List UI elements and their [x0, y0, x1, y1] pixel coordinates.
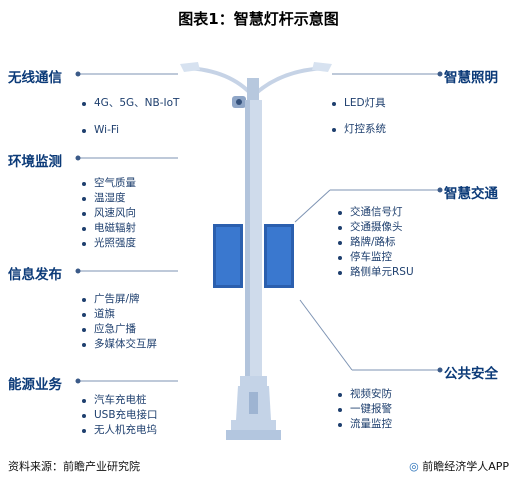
list-item: 路牌/路标	[336, 235, 414, 250]
lamp-head-left	[180, 62, 200, 72]
list-item: 一键报警	[336, 402, 392, 417]
display-screen-left	[213, 224, 243, 288]
display-screen-right	[264, 224, 294, 288]
brand-icon: ◎	[409, 460, 419, 473]
list-item: 多媒体交互屏	[80, 337, 157, 352]
list-item: 道旗	[80, 307, 157, 322]
category-label: 信息发布	[8, 267, 62, 283]
camera-icon	[232, 96, 246, 108]
connector-dots	[75, 71, 443, 384]
list-item: 灯控系统	[330, 122, 386, 137]
list-item: 光照强度	[80, 236, 136, 251]
brand-name: 前瞻经济学人APP	[422, 460, 509, 473]
page-title: 图表1：智慧灯杆示意图	[178, 10, 339, 28]
list-item: 风速风向	[80, 206, 136, 221]
category-label: 智慧照明	[444, 70, 498, 86]
lamp-head-right	[312, 62, 332, 72]
list-item: 空气质量	[80, 176, 136, 191]
list-item: 汽车充电桩	[80, 393, 158, 408]
list-item: 停车监控	[336, 250, 414, 265]
list-item: LED灯具	[330, 96, 386, 111]
list-item: 广告屏/牌	[80, 292, 157, 307]
list-item: 视频安防	[336, 387, 392, 402]
list-item: 4G、5G、NB-IoT	[80, 96, 179, 111]
source-note: 资料来源：前瞻产业研究院	[8, 460, 140, 473]
list-item: 交通信号灯	[336, 205, 414, 220]
category-label: 公共安全	[444, 366, 498, 382]
category-label: 环境监测	[8, 154, 62, 170]
category-label: 能源业务	[8, 377, 62, 393]
list-item: 温湿度	[80, 191, 136, 206]
list-item: 交通摄像头	[336, 220, 414, 235]
category-label: 智慧交通	[444, 186, 498, 202]
list-item: 应急广播	[80, 322, 157, 337]
list-item: 无人机充电坞	[80, 423, 158, 438]
list-item: 流量监控	[336, 417, 392, 432]
list-item: 路侧单元RSU	[336, 265, 414, 280]
list-item: Wi-Fi	[80, 123, 179, 138]
list-item: USB充电接口	[80, 408, 158, 423]
list-item: 电磁辐射	[80, 221, 136, 236]
base-door	[249, 392, 258, 414]
pole-top	[247, 78, 259, 100]
category-label: 无线通信	[8, 70, 62, 86]
connector-lines	[78, 73, 440, 382]
brand-credit: ◎ 前瞻经济学人APP	[409, 458, 509, 474]
